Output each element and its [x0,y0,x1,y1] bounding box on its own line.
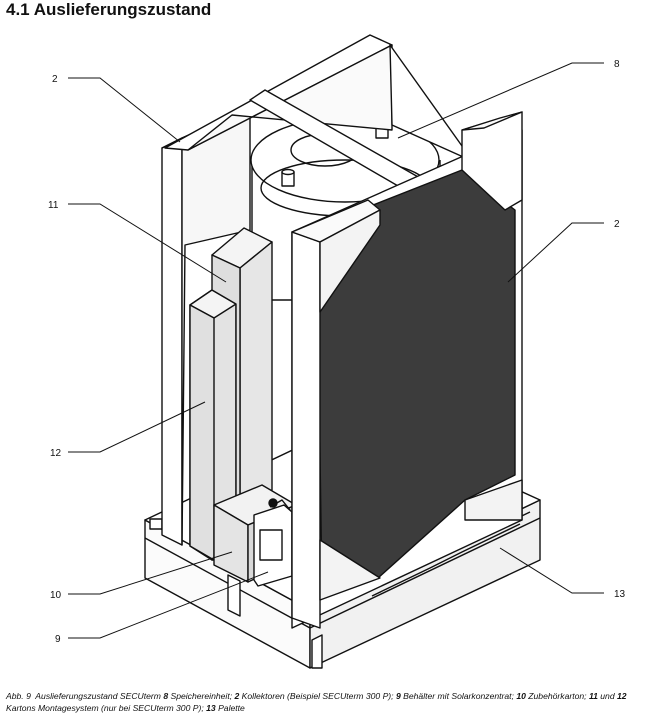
callout-11: 11 [48,200,59,211]
top-frame [164,34,471,199]
callout-9: 9 [55,634,61,645]
section-heading: 4.1 Auslieferungszustand [6,0,212,19]
callout-10: 10 [50,590,62,601]
carton-12 [189,289,237,561]
callout-2-left: 2 [52,74,58,85]
callout-2-right: 2 [614,219,620,230]
solar-concentrate-canister [253,498,293,587]
callout-12: 12 [50,448,62,459]
tank-pipe-left [281,168,295,187]
delivery-state-illustration: 2 11 12 10 9 8 2 13 [48,34,626,669]
figure-caption: Abb. 9 Auslieferungszustand SECUterm 8 S… [6,691,629,713]
right-collector [291,111,523,629]
callout-13: 13 [614,589,626,600]
callout-leaders [68,62,604,639]
callout-8: 8 [614,59,620,70]
left-corner-post [161,107,251,546]
